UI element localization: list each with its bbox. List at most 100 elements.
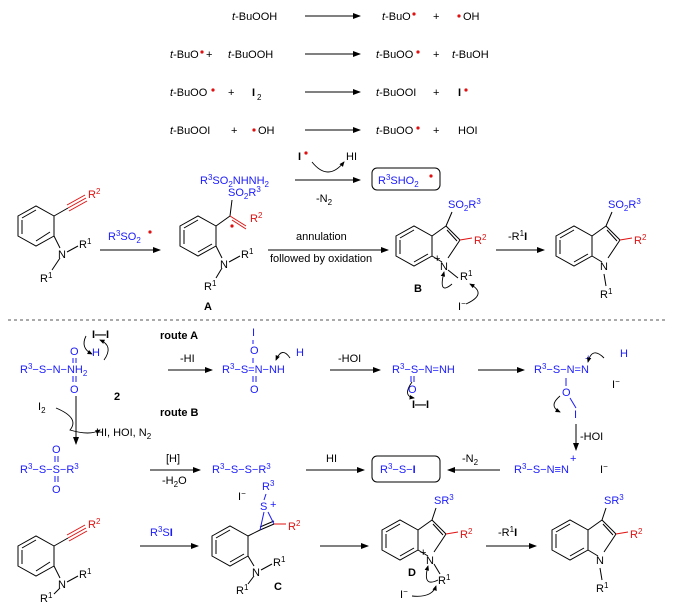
compound-2-label: 2 [114,391,120,403]
route-a-label: route A [160,330,198,342]
svg-text:+: + [433,125,439,137]
minus-HI-label: -HI [180,353,195,365]
svg-text:t-BuO: t-BuO [382,11,411,23]
svg-text:I−: I− [238,489,246,503]
svg-text:R1: R1 [79,567,92,581]
svg-text:O: O [562,387,571,399]
svg-text:OH: OH [258,125,275,137]
label-C: C [274,581,282,593]
svg-text:R3−S−N≡N: R3−S−N≡N [514,462,569,476]
svg-text:R1: R1 [204,279,217,293]
svg-text:t-BuO: t-BuO [170,49,199,61]
svg-text:SO2R3: SO2R3 [228,185,261,201]
svg-text:+: + [433,11,439,23]
svg-text:R1: R1 [40,271,53,285]
HI-label: HI [326,453,337,465]
svg-text:OH: OH [463,11,480,23]
oxidation-label: followed by oxidation [270,253,372,265]
svg-text:+: + [434,253,440,265]
svg-text:-R1I: -R1I [508,229,527,243]
svg-text:+: + [228,87,234,99]
svg-text:R2: R2 [88,517,101,531]
svg-text:R2: R2 [88,187,101,201]
svg-text:R3−S−N−NH2: R3−S−N−NH2 [20,362,88,378]
compound-D: N + SR3 R2 R1 I− D [381,493,473,601]
svg-text:N: N [220,259,228,271]
svg-text:R3−S=N−NH: R3−S=N−NH [222,362,285,376]
svg-text:HI: HI [346,151,357,163]
compound-B: N + SO2R3 R2 R1 I− B [395,197,487,313]
svg-text:-H2O: -H2O [162,475,187,489]
svg-text:SR3: SR3 [434,493,454,507]
svg-text:I−: I− [600,462,608,476]
svg-text:SO2R3: SO2R3 [448,197,481,213]
route-b-label: route B [160,407,199,419]
svg-text:N: N [58,249,66,261]
sulfonyl-indole-product: N SO2R3 R2 R1 [555,197,647,301]
svg-text:N: N [58,579,66,591]
equation-4: t-BuOOI + OH t-BuOO + HOI [170,125,478,137]
svg-text:I−: I− [612,377,620,391]
svg-text:+: + [270,499,276,511]
svg-text:R3−S−N=NH: R3−S−N=NH [392,362,455,376]
svg-text:O: O [70,384,79,396]
svg-text:N: N [426,555,434,567]
svg-text:+: + [570,453,576,465]
svg-text:-N2: -N2 [316,193,333,207]
svg-text:H: H [92,347,100,359]
svg-text:t-BuOOI: t-BuOOI [170,125,210,137]
alkyne-aniline-bottom: R2 N R1 R1 [17,517,101,602]
svg-text:SR3: SR3 [604,493,624,507]
svg-text:S: S [260,501,267,513]
compound-A: SO2R3 R2 N R1 R1 A [179,185,263,313]
svg-text:I—I: I—I [412,399,429,411]
label-D: D [408,567,416,579]
svg-text:R2: R2 [634,233,647,247]
svg-text:R3−S−N=N: R3−S−N=N [534,362,589,376]
svg-text:R3−S−S−R3: R3−S−S−R3 [20,462,79,476]
label-B: B [414,283,422,295]
svg-text:+: + [433,49,439,61]
svg-text:R2: R2 [288,519,301,533]
svg-text:I2: I2 [38,401,46,415]
svg-text:R1: R1 [438,573,451,587]
reduction-label: [H] [166,453,180,465]
svg-text:+: + [585,353,591,365]
svg-text:R1: R1 [600,287,613,301]
svg-text:t-BuOO: t-BuOO [376,125,414,137]
svg-text:t-BuOH: t-BuOH [452,49,489,61]
thio-indole-product: N SR3 R2 R1 [551,493,643,595]
svg-text:N: N [252,567,260,579]
svg-text:I—I: I—I [92,329,109,341]
svg-text:O: O [250,345,259,357]
svg-text:R1: R1 [596,581,609,595]
svg-text:N: N [600,261,608,273]
svg-text:t-BuOOH: t-BuOOH [228,49,273,61]
equation-1: t-BuOOH t-BuO + OH [232,11,480,23]
svg-text:I: I [574,409,577,421]
svg-text:SO2R3: SO2R3 [608,197,641,213]
mechanism-route-b: I2 HI, HOI, N2 route B R3−S−S−R3 O O [H]… [20,396,608,496]
eq1-lhs: t-BuOOH [232,11,277,23]
alkyne-aniline-top: R2 N R1 R1 [17,187,101,285]
svg-text:R3−S−I: R3−S−I [380,462,416,476]
svg-text:HOI: HOI [458,125,478,137]
svg-text:R1: R1 [236,583,249,597]
svg-text:R3SI: R3SI [150,525,173,539]
label-A: A [204,301,212,313]
svg-text:R2: R2 [250,211,263,225]
svg-text:+: + [420,547,426,559]
svg-text:2: 2 [257,93,262,102]
svg-text:O: O [70,346,79,358]
svg-text:O: O [250,384,259,396]
minus-HOI-label-2: -HOI [580,431,603,443]
svg-text:R1: R1 [273,555,286,569]
svg-text:R3: R3 [262,479,275,493]
svg-text:+: + [231,125,237,137]
sulfonyl-radical-box [371,167,441,191]
svg-text:I: I [298,151,301,163]
svg-text:O: O [52,484,61,496]
svg-text:N: N [440,261,448,273]
